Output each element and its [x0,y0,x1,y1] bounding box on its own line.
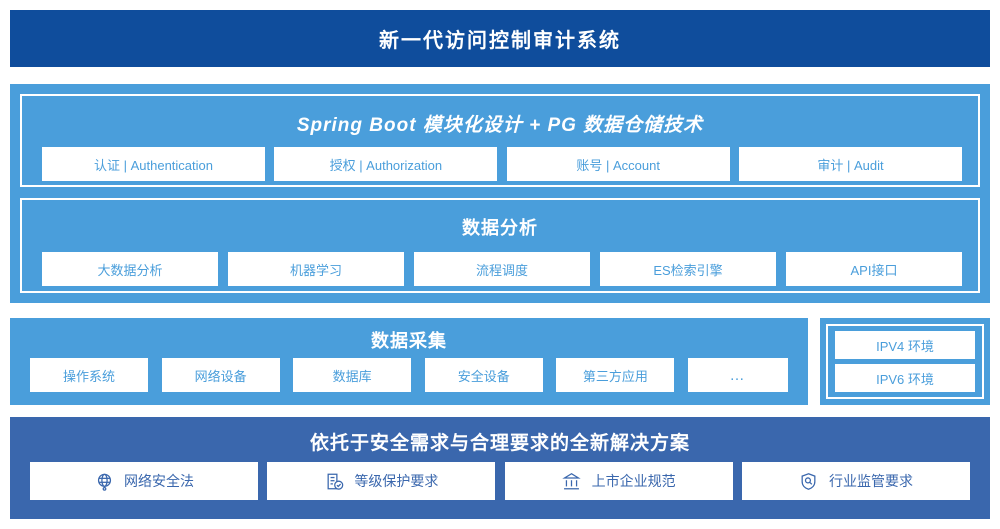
data-analysis-module-list: 大数据分析 机器学习 流程调度 ES检索引擎 API接口 [42,252,962,286]
source-chip-database[interactable]: 数据库 [293,358,412,392]
environment-panel: IPV4 环境 IPV6 环境 [820,318,990,405]
compliance-label-industry-regulation: 行业监管要求 [828,473,913,489]
source-chip-more[interactable]: … [687,358,788,392]
source-chip-network-device[interactable]: 网络设备 [161,358,280,392]
module-chip-account[interactable]: 账号 | Account [506,147,730,181]
compliance-label-cybersecurity-law: 网络安全法 [124,473,194,489]
data-collection-panel: 数据采集 操作系统 网络设备 数据库 安全设备 第三方应用 … [10,318,808,405]
springboot-section-title: Spring Boot 模块化设计 + PG 数据仓储技术 [296,115,704,136]
environment-chip-ipv6[interactable]: IPV6 环境 [835,364,975,392]
data-collection-source-list: 操作系统 网络设备 数据库 安全设备 第三方应用 … [30,358,788,392]
compliance-chip-mlps[interactable]: 等级保护要求 [267,462,496,500]
shield-search-icon [799,471,819,491]
bank-icon [562,471,582,491]
page-header: 新一代访问控制审计系统 [10,10,990,67]
springboot-section: Spring Boot 模块化设计 + PG 数据仓储技术 认证 | Authe… [20,94,980,187]
page-title: 新一代访问控制审计系统 [379,30,621,52]
module-chip-authorization[interactable]: 授权 | Authorization [274,147,498,181]
data-analysis-section-title: 数据分析 [462,218,538,238]
module-chip-authentication[interactable]: 认证 | Authentication [42,147,265,181]
environment-chip-ipv4[interactable]: IPV4 环境 [835,331,975,359]
data-collection-title: 数据采集 [371,331,447,351]
document-check-icon [324,471,344,491]
module-chip-audit[interactable]: 审计 | Audit [738,147,962,181]
environment-frame: IPV4 环境 IPV6 环境 [826,324,984,399]
analysis-chip-process-scheduling[interactable]: 流程调度 [414,252,590,286]
platform-panel: Spring Boot 模块化设计 + PG 数据仓储技术 认证 | Authe… [10,84,990,303]
source-chip-security-device[interactable]: 安全设备 [424,358,543,392]
compliance-chip-cybersecurity-law[interactable]: 网络安全法 [30,462,258,500]
springboot-module-list: 认证 | Authentication 授权 | Authorization 账… [42,147,962,181]
solution-panel: 依托于安全需求与合理要求的全新解决方案 网络安全法 [10,417,990,519]
compliance-list: 网络安全法 等级保护要求 [30,462,970,500]
compliance-label-mlps: 等级保护要求 [354,473,439,489]
data-analysis-section: 数据分析 大数据分析 机器学习 流程调度 ES检索引擎 API接口 [20,198,980,293]
source-chip-operating-system[interactable]: 操作系统 [30,358,148,392]
globe-icon [94,471,114,491]
solution-title: 依托于安全需求与合理要求的全新解决方案 [309,433,690,454]
compliance-chip-listed-company[interactable]: 上市企业规范 [504,462,733,500]
compliance-chip-industry-regulation[interactable]: 行业监管要求 [741,462,970,500]
analysis-chip-es-search-engine[interactable]: ES检索引擎 [600,252,776,286]
analysis-chip-big-data[interactable]: 大数据分析 [42,252,218,286]
analysis-chip-machine-learning[interactable]: 机器学习 [228,252,404,286]
analysis-chip-api[interactable]: API接口 [786,252,962,286]
compliance-label-listed-company: 上市企业规范 [591,473,676,489]
source-chip-third-party-app[interactable]: 第三方应用 [556,358,675,392]
